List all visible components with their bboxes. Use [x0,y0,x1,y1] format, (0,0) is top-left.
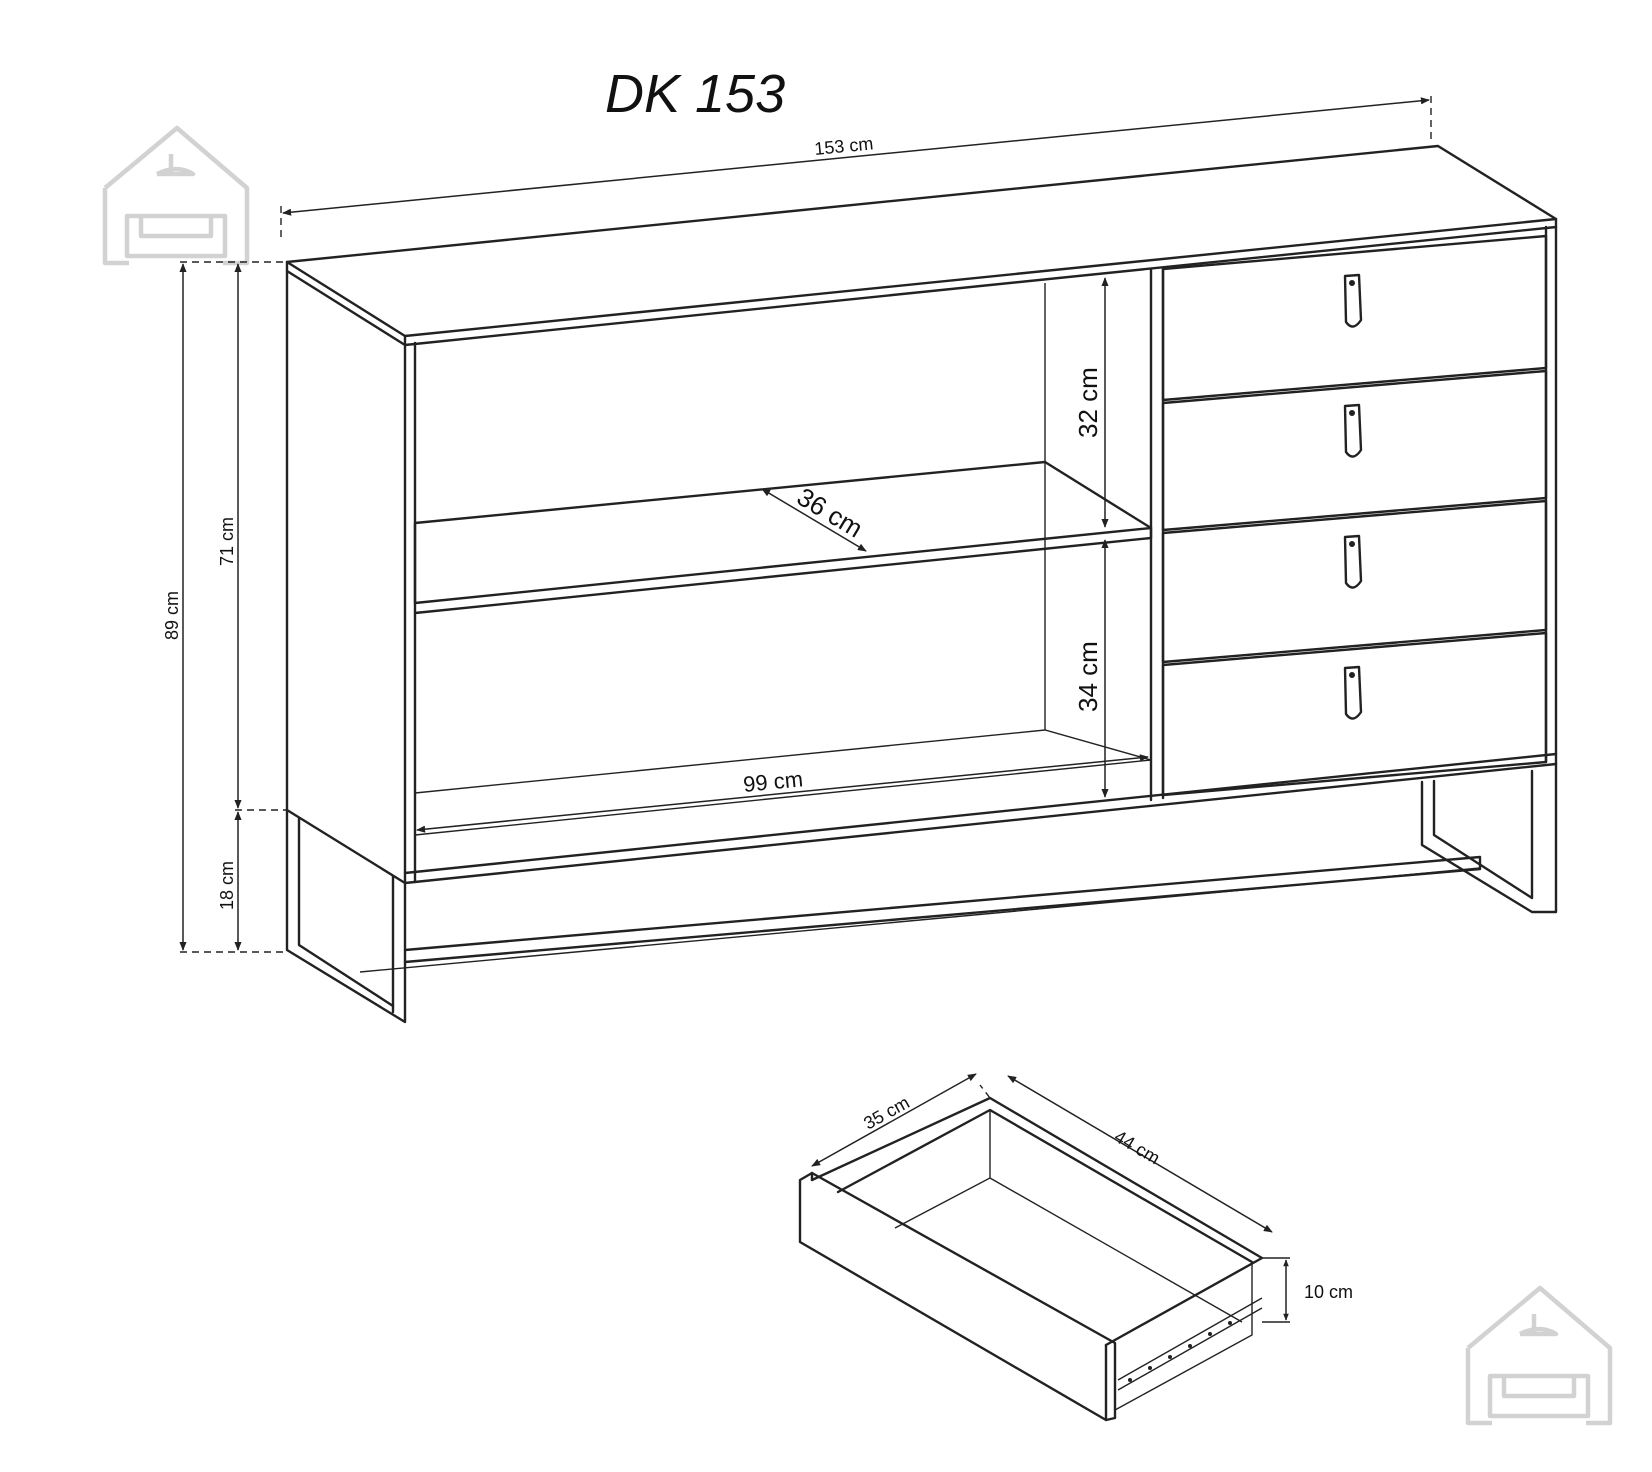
dim-height-legs: 18 cm [217,861,237,910]
drawer-handle-icon [1343,273,1363,328]
sideboard-drawing [285,144,1558,1024]
drawer-handle-icon [1343,534,1363,589]
drawer-handle-icon [1343,665,1363,720]
drawer-detail-drawing [798,1096,1264,1422]
dim-drawer-depth: 44 cm [1111,1126,1163,1168]
dim-shelf-lower: 34 cm [1073,641,1103,712]
dim-shelf-width: 99 cm [742,766,804,797]
dim-height-total: 89 cm [162,591,182,640]
house-sofa-logo-icon-bottom [1465,1285,1613,1426]
dim-shelf-depth: 36 cm [792,481,868,543]
product-title: DK 153 [605,64,785,124]
drawer-handle-icon [1343,403,1363,458]
dim-shelf-upper: 32 cm [1073,367,1103,438]
house-sofa-logo-icon [102,125,250,266]
dim-drawer-width: 35 cm [860,1092,913,1133]
dim-drawer-height: 10 cm [1304,1282,1353,1302]
dim-height-body: 71 cm [217,517,237,566]
